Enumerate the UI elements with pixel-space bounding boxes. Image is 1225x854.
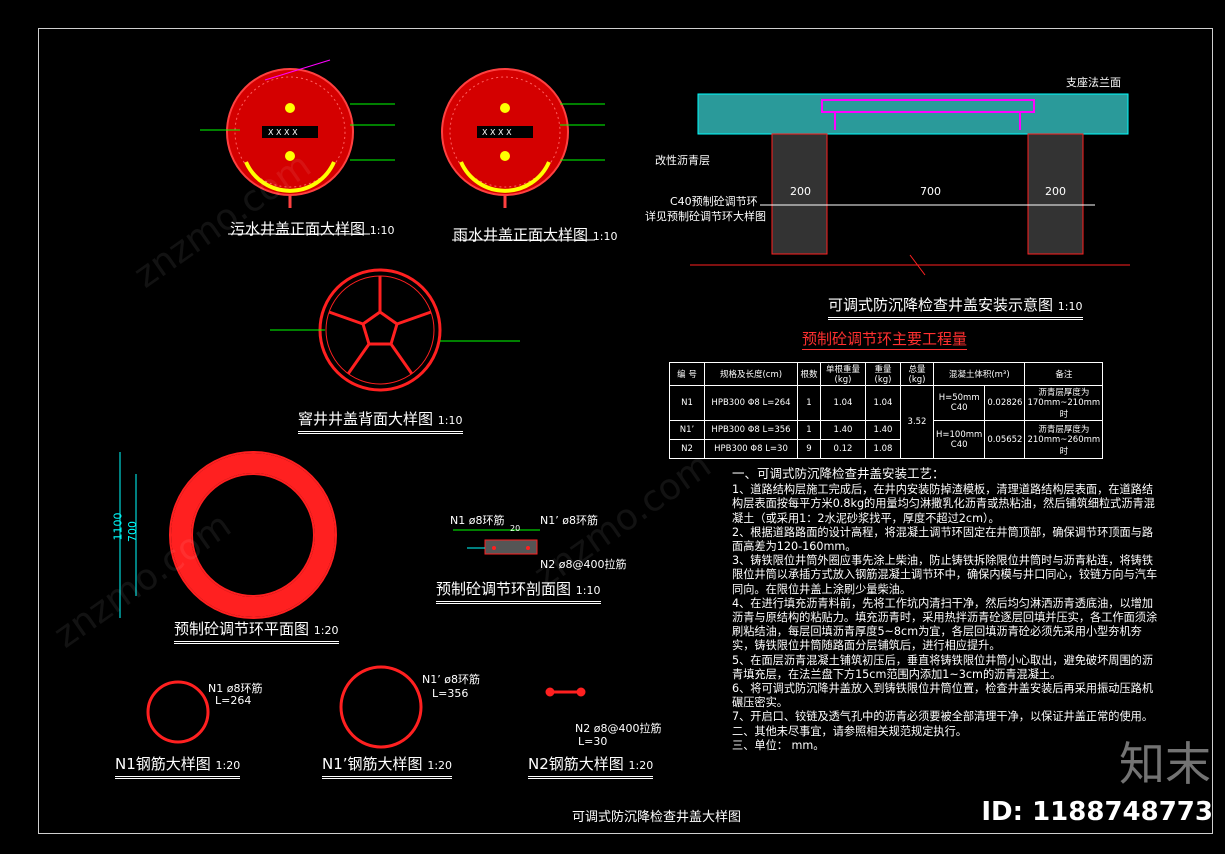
section-n1p: N1’ ø8环筋 bbox=[540, 514, 598, 527]
note-item: 二、其他未尽事宜，请参照相关规范规定执行。 bbox=[732, 724, 967, 738]
n1-title: N1钢筋大样图 1:20 bbox=[115, 753, 241, 779]
table-header: 备注 bbox=[1024, 362, 1104, 386]
ring-section-drawing bbox=[453, 529, 540, 555]
note-item: 4、在进行填充沥青料前，先将工作坑内清扫干净，然后均匀淋洒沥青透底油，以增加沥青… bbox=[732, 596, 1158, 653]
ring-label-2: 详见预制砼调节环大样图 bbox=[645, 210, 766, 223]
section-n1: N1 ø8环筋 bbox=[450, 514, 505, 527]
n1-length: L=264 bbox=[215, 694, 252, 707]
asphalt-label: 改性沥青层 bbox=[655, 154, 710, 167]
install-diagram-drawing bbox=[690, 93, 1130, 276]
table-cell: 1.04 bbox=[820, 385, 866, 421]
table-header: 混凝土体积(m³) bbox=[932, 362, 1026, 386]
flange-label: 支座法兰面 bbox=[1066, 76, 1121, 89]
table-cell: HPB300 Φ8 L=356 bbox=[704, 420, 798, 440]
notes-heading: 一、可调式防沉降检查井盖安装工艺： bbox=[732, 466, 945, 481]
section-dim: 20 bbox=[510, 524, 521, 533]
table-cell: N1 bbox=[669, 385, 705, 421]
rain-cover-drawing bbox=[441, 68, 605, 208]
cover-callout: X X X X bbox=[482, 128, 512, 137]
table-header: 重量(kg) bbox=[865, 362, 901, 386]
table-cell: 1.40 bbox=[820, 420, 866, 440]
n1p-label: N1’ ø8环筋 bbox=[422, 673, 480, 686]
table-cell: HPB300 Φ8 L=264 bbox=[704, 385, 798, 421]
note-item: 3、铸铁限位井筒外圈应事先涂上柴油，防止铸铁拆除限位井筒时与沥青粘连，将铸铁限位… bbox=[732, 554, 1158, 596]
sheet-title: 可调式防沉降检查井盖大样图 bbox=[572, 810, 742, 825]
table-title: 预制砼调节环主要工程量 bbox=[802, 330, 968, 350]
n2-label: N2 ø8@400拉筋 bbox=[575, 722, 662, 735]
table-total: 3.52 bbox=[900, 385, 934, 459]
n1-label: N1 ø8环筋 bbox=[208, 682, 263, 695]
sewage-cover-drawing bbox=[200, 59, 395, 208]
dim-inner: 700 bbox=[126, 521, 139, 542]
table-cell: 0.02826 bbox=[984, 385, 1026, 421]
rebar-drawings bbox=[146, 665, 586, 749]
table-cell: 9 bbox=[797, 439, 821, 459]
table-header: 编 号 bbox=[669, 362, 705, 386]
note-item: 5、在面层沥青混凝土铺筑初压后，垂直将铸铁限位井筒小心取出，避免破坏周围的沥青填… bbox=[732, 653, 1154, 681]
table-cell: 1 bbox=[797, 385, 821, 421]
table-cell: 1.04 bbox=[865, 385, 901, 421]
table-header-row: 编 号 规格及长度(cm) 根数 单根重量(kg) 重量(kg) 总量(kg) … bbox=[669, 362, 1104, 386]
note-item: 6、将可调式防沉降井盖放入到铸铁限位井筒位置，检查井盖安装后再采用振动压路机碾压… bbox=[732, 682, 1154, 710]
table-header: 单根重量(kg) bbox=[820, 362, 866, 386]
dim-left: 200 bbox=[790, 185, 811, 198]
n2-title: N2钢筋大样图 1:20 bbox=[528, 753, 654, 779]
ring-label-1: C40预制砼调节环 bbox=[670, 195, 758, 208]
note-item: 1、道路结构层施工完成后，在井内安装防掉渣模板，清理道路结构层表面，在道路结构层… bbox=[732, 483, 1155, 525]
table-cell: 0.12 bbox=[820, 439, 866, 459]
brand-logo: 知末 bbox=[1119, 737, 1211, 791]
image-id-badge: ID: 1188748773 bbox=[981, 797, 1213, 827]
grate-back-drawing bbox=[270, 268, 520, 392]
table-row: N2 HPB300 Φ8 L=30 9 0.12 1.08 bbox=[669, 439, 1103, 459]
rain-cover-title: 雨水井盖正面大样图 1:10 bbox=[453, 226, 618, 244]
dim-right: 200 bbox=[1045, 185, 1066, 198]
table-row: N1 HPB300 Φ8 L=264 1 1.04 1.04 3.52 H=50… bbox=[669, 385, 1104, 459]
grate-back-title: 窨井井盖背面大样图 1:10 bbox=[298, 408, 463, 434]
n2-length: L=30 bbox=[578, 735, 608, 748]
note-item: 7、开启口、铰链及透气孔中的沥青必须要被全部清理干净，以保证井盖正常的使用。 bbox=[732, 710, 1154, 724]
drawing-frame bbox=[38, 28, 1213, 834]
install-diagram-title: 可调式防沉降检查井盖安装示意图 1:10 bbox=[828, 294, 1083, 320]
installation-notes: 一、可调式防沉降检查井盖安装工艺： 1、道路结构层施工完成后，在井内安装防掉渣模… bbox=[732, 466, 1162, 753]
table-cell: 0.05652 bbox=[984, 420, 1026, 459]
table-cell: HPB300 Φ8 L=30 bbox=[704, 439, 798, 459]
n1p-title: N1’钢筋大样图 1:20 bbox=[322, 753, 453, 779]
ring-section-title: 预制砼调节环剖面图 1:10 bbox=[436, 578, 601, 604]
table-header: 总量(kg) bbox=[900, 362, 934, 386]
table-cell: 1.40 bbox=[865, 420, 901, 440]
n1p-length: L=356 bbox=[432, 687, 469, 700]
section-n2: N2 ø8@400拉筋 bbox=[540, 558, 627, 571]
note-item: 2、根据道路路面的设计高程，将混凝土调节环固定在井筒顶部，确保调节环顶面与路面高… bbox=[732, 525, 1154, 554]
ring-plan-drawing bbox=[119, 451, 337, 619]
dim-outer: 1100 bbox=[111, 512, 125, 541]
sewage-cover-title: 污水井盖正面大样图 1:10 bbox=[230, 220, 395, 238]
table-header: 根数 bbox=[797, 362, 821, 386]
ring-plan-title: 预制砼调节环平面图 1:20 bbox=[174, 618, 339, 644]
table-header: 规格及长度(cm) bbox=[704, 362, 798, 386]
quantity-table: 编 号 规格及长度(cm) 根数 单根重量(kg) 重量(kg) 总量(kg) … bbox=[669, 362, 1104, 459]
table-cell: 1 bbox=[797, 420, 821, 440]
note-item: 三、单位： mm。 bbox=[732, 738, 825, 752]
table-cell: N1’ bbox=[669, 420, 705, 440]
cover-callout: X X X X bbox=[268, 128, 298, 137]
dim-mid: 700 bbox=[920, 185, 941, 198]
table-cell: 1.08 bbox=[865, 439, 901, 459]
table-cell: N2 bbox=[669, 439, 705, 459]
